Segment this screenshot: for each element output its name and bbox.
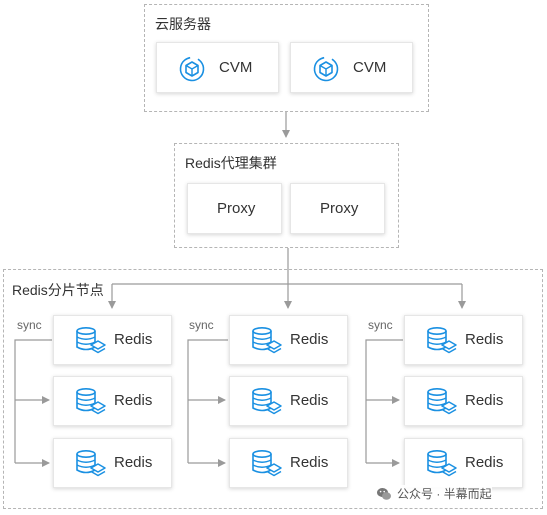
redis-node[interactable]: Redis — [404, 376, 523, 426]
cvm-icon — [313, 56, 339, 82]
redis-node[interactable]: Redis — [229, 438, 348, 488]
sync-line-col3 — [365, 339, 403, 463]
redis-label: Redis — [290, 331, 329, 348]
watermark-text: 公众号 · 半幕而起 — [397, 487, 492, 501]
redis-node[interactable]: Redis — [404, 315, 523, 365]
redis-label: Redis — [114, 454, 153, 471]
proxy-label: Proxy — [217, 200, 256, 217]
wechat-icon — [377, 487, 391, 500]
redis-node[interactable]: Redis — [229, 315, 348, 365]
redis-node[interactable]: Redis — [229, 376, 348, 426]
proxy-node[interactable]: Proxy — [290, 183, 385, 234]
redis-node[interactable]: Redis — [53, 376, 172, 426]
database-icon — [76, 326, 106, 354]
database-icon — [427, 449, 457, 477]
redis-label: Redis — [465, 331, 504, 348]
sync-label: sync — [368, 318, 393, 332]
database-icon — [252, 449, 282, 477]
cvm-label: CVM — [353, 59, 387, 76]
redis-node[interactable]: Redis — [53, 315, 172, 365]
cloud-server-group-title: 云服务器 — [155, 16, 211, 32]
proxy-label: Proxy — [320, 200, 359, 217]
sync-label: sync — [189, 318, 214, 332]
redis-node[interactable]: Redis — [53, 438, 172, 488]
cloud-server-group: 云服务器 CVM CVM — [144, 4, 429, 112]
redis-label: Redis — [290, 392, 329, 409]
database-icon — [76, 387, 106, 415]
redis-node[interactable]: Redis — [404, 438, 523, 488]
redis-label: Redis — [465, 454, 504, 471]
redis-label: Redis — [114, 331, 153, 348]
watermark: 公众号 · 半幕而起 — [376, 485, 492, 503]
cvm-node[interactable]: CVM — [290, 42, 413, 93]
database-icon — [427, 326, 457, 354]
database-icon — [252, 326, 282, 354]
redis-proxy-cluster-title: Redis代理集群 — [185, 155, 277, 171]
redis-label: Redis — [114, 392, 153, 409]
redis-shard-group-title: Redis分片节点 — [12, 280, 106, 300]
redis-shard-group: Redis分片节点 — [3, 269, 543, 509]
cvm-icon — [179, 56, 205, 82]
database-icon — [76, 449, 106, 477]
cvm-node[interactable]: CVM — [156, 42, 279, 93]
redis-label: Redis — [290, 454, 329, 471]
database-icon — [427, 387, 457, 415]
cvm-label: CVM — [219, 59, 253, 76]
sync-line-col1 — [14, 339, 52, 463]
redis-label: Redis — [465, 392, 504, 409]
proxy-node[interactable]: Proxy — [187, 183, 282, 234]
sync-label: sync — [17, 318, 42, 332]
redis-proxy-cluster-group: Redis代理集群 Proxy Proxy — [174, 143, 399, 248]
database-icon — [252, 387, 282, 415]
sync-line-col2 — [187, 339, 228, 463]
